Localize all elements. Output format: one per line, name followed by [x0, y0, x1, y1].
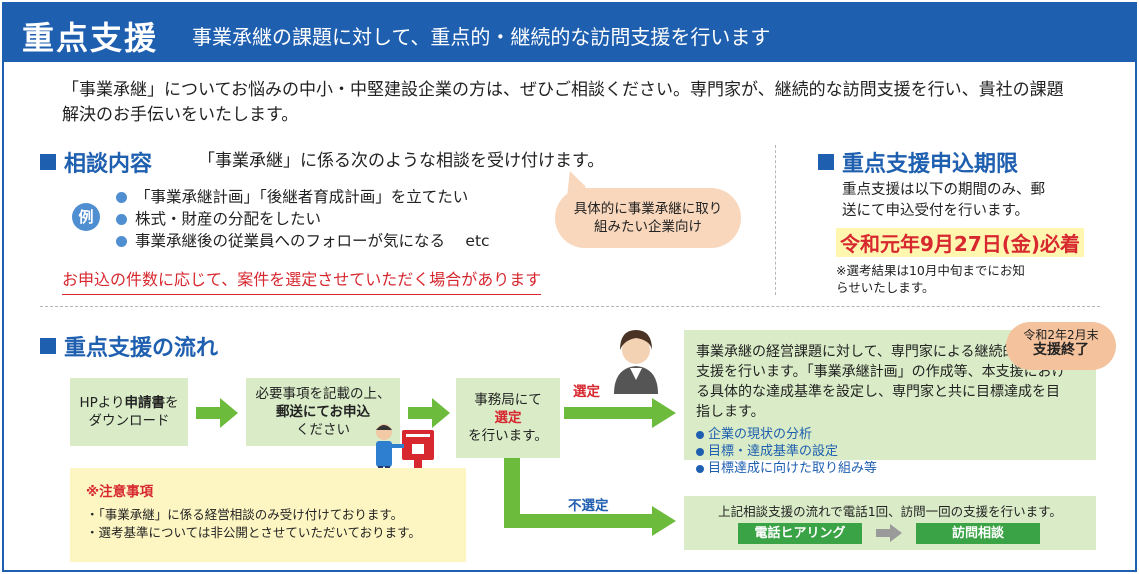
step-text: ください [296, 422, 350, 438]
bullet-icon [696, 464, 704, 473]
horizontal-divider [40, 306, 1100, 307]
step-text: 必要事項を記載の上、 [255, 386, 391, 402]
deadline-heading-label: 重点支援申込期限 [842, 152, 1019, 177]
bullet-icon [116, 213, 127, 225]
support-end-badge: 令和2年2月末 支援終了 [1006, 322, 1116, 370]
bullet-icon [696, 447, 704, 456]
arrow-right-icon [408, 398, 450, 428]
phone-hearing-pill: 電話ヒアリング [738, 523, 862, 544]
step-text: を行います。 [468, 428, 548, 444]
arrow-down-right-icon [504, 458, 676, 536]
caution-title: ※注意事項 [86, 484, 154, 500]
consult-heading-label: 相談内容 [64, 152, 153, 177]
example-text: 株式・財産の分配をしたい [135, 210, 322, 228]
example-text: 「事業承継計画」「後継者育成計画」を立てたい [135, 188, 469, 206]
caution-item: ・選考基準については非公開とさせていただいております。 [86, 525, 421, 540]
square-bullet-icon [40, 338, 56, 354]
list-item: 株式・財産の分配をしたい [116, 208, 490, 230]
caution-box: ※注意事項 ・「事業承継」に係る経営相談のみ受け付けております。 ・選考基準につ… [70, 468, 466, 562]
speech-bubble: 具体的に事業承継に取り組みたい企業向け [555, 188, 741, 248]
flow-heading: 重点支援の流れ [40, 330, 218, 362]
list-item: 「事業承継計画」「後継者育成計画」を立てたい [116, 186, 490, 208]
flow-step-apply: 必要事項を記載の上、 郵送にてお申込 ください [246, 378, 400, 446]
selected-label: 選定 [573, 384, 600, 400]
arrow-right-icon [564, 398, 676, 428]
deadline-date: 令和元年9月27日(金)必着 [836, 228, 1085, 257]
page-title: 重点支援 [22, 19, 159, 57]
consultant-avatar-illustration [614, 330, 658, 394]
arrow-right-icon [876, 524, 902, 542]
bullet-icon [116, 191, 127, 203]
flow-step-select: 事務局にて 選定 を行います。 [456, 378, 560, 458]
example-list: 「事業承継計画」「後継者育成計画」を立てたい 株式・財産の分配をしたい 事業承継… [116, 186, 490, 252]
badge-line-bold: 支援終了 [1033, 342, 1089, 358]
vertical-divider [775, 145, 776, 295]
step-text-bold: 郵送にてお申込 [275, 404, 371, 420]
step-text: ダウンロード [88, 413, 170, 429]
not-selected-text: 上記相談支援の流れで電話1回、訪問一回の支援を行います。 [718, 504, 1062, 519]
example-badge: 例 [72, 203, 100, 231]
bullet-icon [696, 430, 704, 439]
step-text-bold: 選定 [494, 410, 522, 426]
deadline-footnote: ※選考結果は10月中旬までにお知らせいたします。 [836, 262, 1036, 296]
bullet-text: 目標達成に向けた取り組み等 [708, 461, 878, 476]
arrow-right-icon [196, 398, 238, 428]
step-text: HPより [79, 395, 125, 411]
step-text-bold: 申請書 [124, 395, 166, 411]
selected-text: 事業承継の経営課題に対して、専門家による継続的な訪問支援を行います。「事業承継計… [696, 344, 1066, 420]
warning-text: お申込の件数に応じて、案件を選定させていただく場合があります [62, 266, 542, 295]
list-item: 企業の現状の分析 [696, 426, 1084, 443]
square-bullet-icon [40, 154, 56, 170]
deadline-heading: 重点支援申込期限 [818, 146, 1018, 178]
selected-bullets: 企業の現状の分析 目標・達成基準の設定 目標達成に向けた取り組み等 [696, 426, 1084, 477]
deadline-text: 重点支援は以下の期間のみ、郵送にて申込受付を行います。 [842, 180, 1057, 222]
square-bullet-icon [818, 154, 834, 170]
bullet-text: 企業の現状の分析 [708, 427, 813, 442]
footnote-text: ※選考結果は10月中旬までにお知らせいたします。 [836, 263, 1025, 295]
list-item: 目標達成に向けた取り組み等 [696, 460, 1084, 477]
list-item: 事業承継後の従業員へのフォローが気になる etc [116, 230, 490, 252]
header-bar: 重点支援 事業承継の課題に対して、重点的・継続的な訪問支援を行います [2, 2, 1137, 62]
step-text: を [165, 395, 179, 411]
visit-consult-pill: 訪問相談 [916, 523, 1040, 544]
intro-text: 「事業承継」についてお悩みの中小・中堅建設企業の方は、ぜひご相談ください。専門家… [62, 80, 1064, 125]
page-subtitle: 事業承継の課題に対して、重点的・継続的な訪問支援を行います [192, 25, 771, 49]
list-item: 目標・達成基準の設定 [696, 443, 1084, 460]
consult-note: 「事業承継」に係る次のような相談を受け付けます。 [198, 151, 605, 171]
flow-heading-label: 重点支援の流れ [64, 336, 219, 361]
bullet-icon [116, 235, 127, 247]
deadline-text-content: 重点支援は以下の期間のみ、郵送にて申込受付を行います。 [842, 182, 1045, 219]
not-selected-label: 不選定 [568, 498, 609, 514]
bullet-text: 目標・達成基準の設定 [708, 444, 839, 459]
step-text: 事務局にて [474, 392, 542, 408]
caution-item: ・「事業承継」に係る経営相談のみ受け付けております。 [86, 507, 404, 522]
consult-heading: 相談内容 [40, 146, 152, 178]
bubble-text: 具体的に事業承継に取り組みたい企業向け [573, 201, 723, 235]
flow-step-download: HPより申請書を ダウンロード [70, 378, 188, 446]
badge-line: 令和2年2月末 [1023, 328, 1099, 342]
example-text: 事業承継後の従業員へのフォローが気になる etc [135, 232, 490, 250]
